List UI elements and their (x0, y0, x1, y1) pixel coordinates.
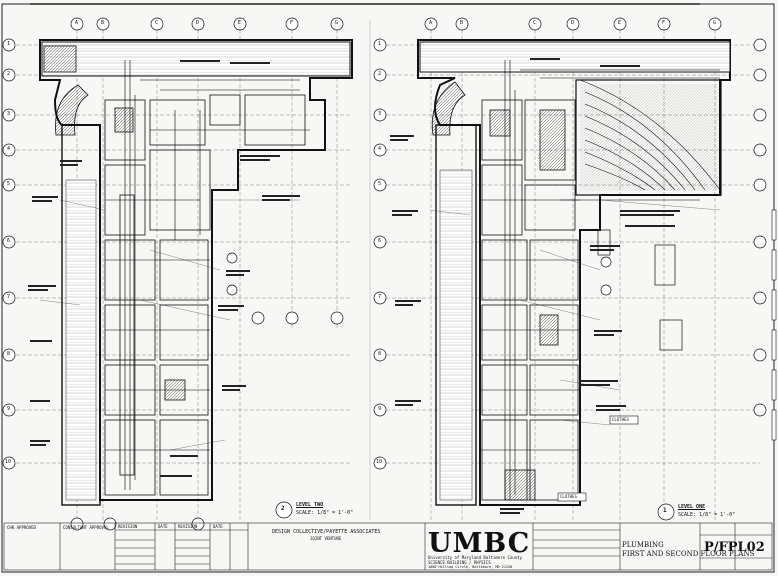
grid-bubble-5: 5 (7, 181, 11, 187)
grid-bubble-g: G (335, 20, 339, 26)
architect-subtitle: JOINT VENTURE (310, 536, 342, 541)
plan-right-number: 1 (663, 507, 667, 514)
grid-bubble-f: F (290, 20, 294, 26)
grid-bubble-d-r: D (571, 20, 575, 26)
grid-bubble-1-r: 1 (378, 41, 382, 47)
plan-left-number: 2 (281, 505, 285, 512)
callout-tag-2: CLOTHES (560, 494, 577, 499)
plan-right-scale: SCALE: 1/8" = 1'-0" (678, 512, 736, 518)
grid-bubble-b: B (101, 20, 105, 26)
grid-bubble-6: 6 (7, 238, 11, 244)
grid-bubble-2: 2 (7, 71, 11, 77)
drawing-title-2: FIRST AND SECOND FLOOR PLANS (622, 550, 755, 558)
grid-bubble-6-r: 6 (378, 238, 382, 244)
owner-logo: UMBC (428, 528, 531, 559)
architect-name: DESIGN COLLECTIVE/PAYETTE ASSOCIATES (272, 529, 381, 535)
grid-bubble-1: 1 (7, 41, 11, 47)
grid-bubble-8-r: 8 (378, 351, 382, 357)
grid-bubble-8: 8 (7, 351, 11, 357)
title-block-lines (3, 522, 773, 571)
grid-bubble-a: A (75, 20, 79, 26)
grid-bubble-4: 4 (7, 146, 11, 152)
plan-left-scale: SCALE: 1/8" = 1'-0" (296, 510, 354, 516)
owner-sub-3: 1000 Hilltop Circle, Baltimore, MD 21250 (428, 565, 513, 569)
owner-sub-1: University of Maryland Baltimore County (428, 555, 522, 560)
grid-bubble-f-r: F (662, 20, 666, 26)
grid-bubble-c: C (155, 20, 159, 26)
plan-left-title: LEVEL TWO (296, 502, 324, 508)
grid-bubble-b-r: B (460, 20, 464, 26)
grid-bubble-a-r: A (429, 20, 433, 26)
grid-bubble-3-r: 3 (378, 111, 382, 117)
tb-col-consultant-approval: CONSULTANT APPROVAL (63, 525, 109, 530)
grid-bubble-9: 9 (7, 406, 11, 412)
sheet-number: P/FPL02 (704, 540, 765, 555)
grid-bubble-5-r: 5 (378, 181, 382, 187)
grid-bubble-e: E (238, 20, 242, 26)
grid-bubble-10-r: 10 (376, 459, 383, 465)
tb-col-date: DATE (158, 524, 168, 529)
grid-bubble-3: 3 (7, 111, 11, 117)
plan-right-title: LEVEL ONE (678, 504, 706, 510)
left-plan (2, 17, 353, 531)
grid-bubble-g-r: G (713, 20, 717, 26)
drawing-title-1: PLUMBING (622, 541, 664, 549)
grid-bubble-10: 10 (5, 459, 12, 465)
tb-col-revision: REVISION (118, 524, 138, 529)
grid-bubble-d: D (196, 20, 200, 26)
grid-bubble-c-r: C (533, 20, 537, 26)
grid-bubble-7-r: 7 (378, 294, 382, 300)
grid-bubble-2-r: 2 (378, 71, 382, 77)
grid-bubble-e-r: E (618, 20, 622, 26)
grid-bubble-9-r: 9 (378, 406, 382, 412)
tb-col-date-2: DATE (213, 524, 223, 529)
callout-tag: CLOTHES (612, 417, 629, 422)
tb-col-revision-2: REVISION (178, 524, 198, 529)
grid-bubble-4-r: 4 (378, 146, 382, 152)
right-plan (373, 17, 767, 521)
grid-bubble-7: 7 (7, 294, 11, 300)
owner-sub-2: SCIENCE BUILDING / PHYSICS (428, 560, 491, 565)
tb-col-chk-approved: CHK APPROVED (7, 525, 36, 530)
